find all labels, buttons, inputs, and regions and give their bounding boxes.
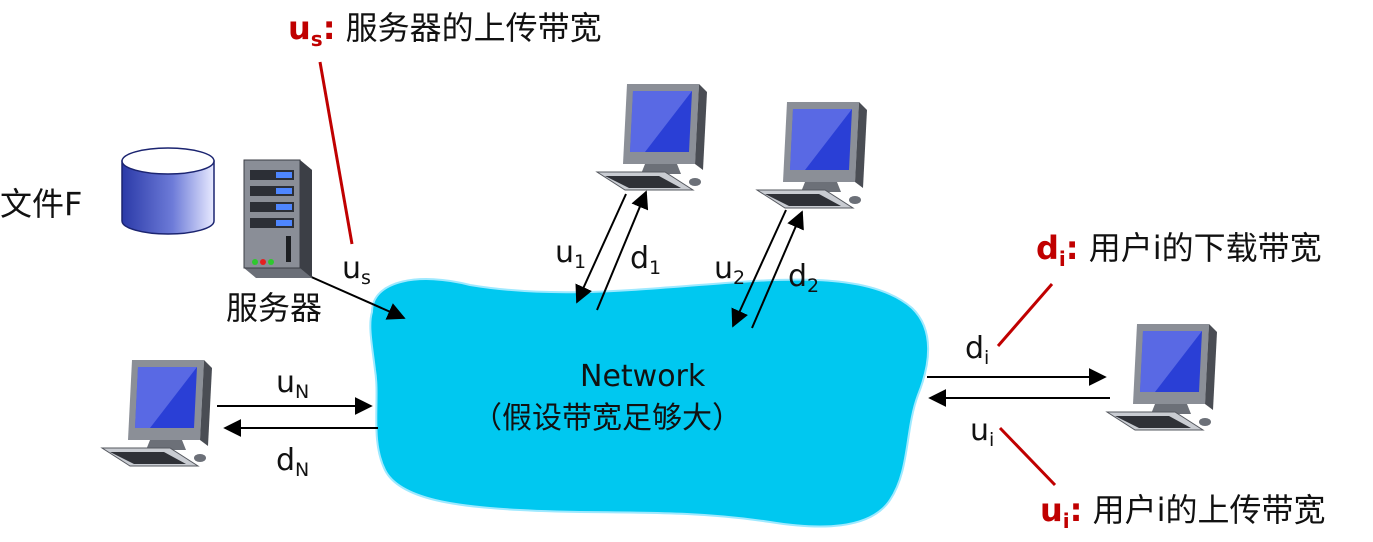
- server-upload-annotation: us: 服务器的上传带宽: [288, 12, 602, 49]
- link-subscript: N: [295, 459, 310, 481]
- link-label-d2: d2: [788, 262, 819, 296]
- link-label-ui: ui: [970, 416, 994, 450]
- link-subscript: 2: [733, 267, 746, 289]
- link-label-uN: uN: [276, 368, 309, 402]
- link-subscript: 2: [807, 275, 820, 297]
- computer-icon: [1105, 324, 1217, 431]
- computer-icon: [755, 102, 867, 209]
- peer2-download-arrow: [751, 210, 804, 329]
- network-title: Network: [580, 359, 706, 394]
- peer2-upload-arrow: [731, 209, 787, 328]
- peer-upload-annotation: ui: 用户i的上传带宽: [1040, 494, 1326, 531]
- link-label-u2: u2: [714, 254, 745, 288]
- link-symbol: u: [555, 235, 575, 270]
- server-upload-arrow: [299, 271, 406, 320]
- link-subscript: s: [361, 267, 371, 289]
- link-symbol: d: [276, 443, 296, 478]
- link-symbol: d: [630, 241, 650, 276]
- link-label-dN: dN: [276, 446, 309, 480]
- server-upload-pointer-line: [318, 61, 354, 245]
- annotation-text: 服务器的上传带宽: [335, 9, 602, 47]
- link-label-u1: u1: [555, 238, 586, 272]
- annotation-text: 用户i的下载带宽: [1078, 229, 1322, 267]
- annotation-symbol: u: [288, 9, 311, 47]
- annotation-subscript: i: [1062, 509, 1070, 533]
- file-label: 文件F: [0, 185, 83, 223]
- peer1-upload-arrow: [575, 193, 627, 304]
- peer-upload-pointer-line: [998, 426, 1057, 487]
- peer-download-annotation: di: 用户i的下载带宽: [1036, 232, 1322, 269]
- database-icon: [121, 147, 215, 235]
- annotation-colon: :: [322, 9, 336, 47]
- server-icon: [243, 159, 312, 278]
- network-subtitle: （假设带宽足够大）: [472, 401, 742, 436]
- link-subscript: i: [989, 429, 995, 451]
- link-label-di: di: [965, 334, 989, 368]
- server-label: 服务器: [226, 289, 323, 327]
- link-label-d1: d1: [630, 244, 661, 278]
- annotation-colon: :: [1069, 491, 1083, 529]
- annotation-text: 用户i的上传带宽: [1082, 491, 1326, 529]
- annotation-symbol: d: [1036, 229, 1059, 267]
- link-symbol: u: [714, 251, 734, 286]
- annotation-colon: :: [1065, 229, 1079, 267]
- link-subscript: 1: [574, 251, 587, 273]
- link-subscript: i: [984, 347, 990, 369]
- network-cloud: [369, 278, 930, 528]
- link-subscript: N: [295, 381, 310, 403]
- link-symbol: d: [788, 259, 808, 294]
- link-symbol: u: [276, 365, 296, 400]
- link-symbol: u: [342, 251, 362, 286]
- link-label-us: us: [342, 254, 371, 288]
- annotation-symbol: u: [1040, 491, 1063, 529]
- annotation-subscript: i: [1058, 247, 1066, 271]
- peer-download-pointer-line: [996, 283, 1054, 347]
- link-subscript: 1: [649, 257, 662, 279]
- peer1-download-arrow: [596, 190, 649, 311]
- computer-icon: [100, 360, 212, 467]
- link-symbol: d: [965, 331, 985, 366]
- annotation-subscript: s: [310, 27, 323, 51]
- computer-icon: [595, 84, 707, 191]
- link-symbol: u: [970, 413, 990, 448]
